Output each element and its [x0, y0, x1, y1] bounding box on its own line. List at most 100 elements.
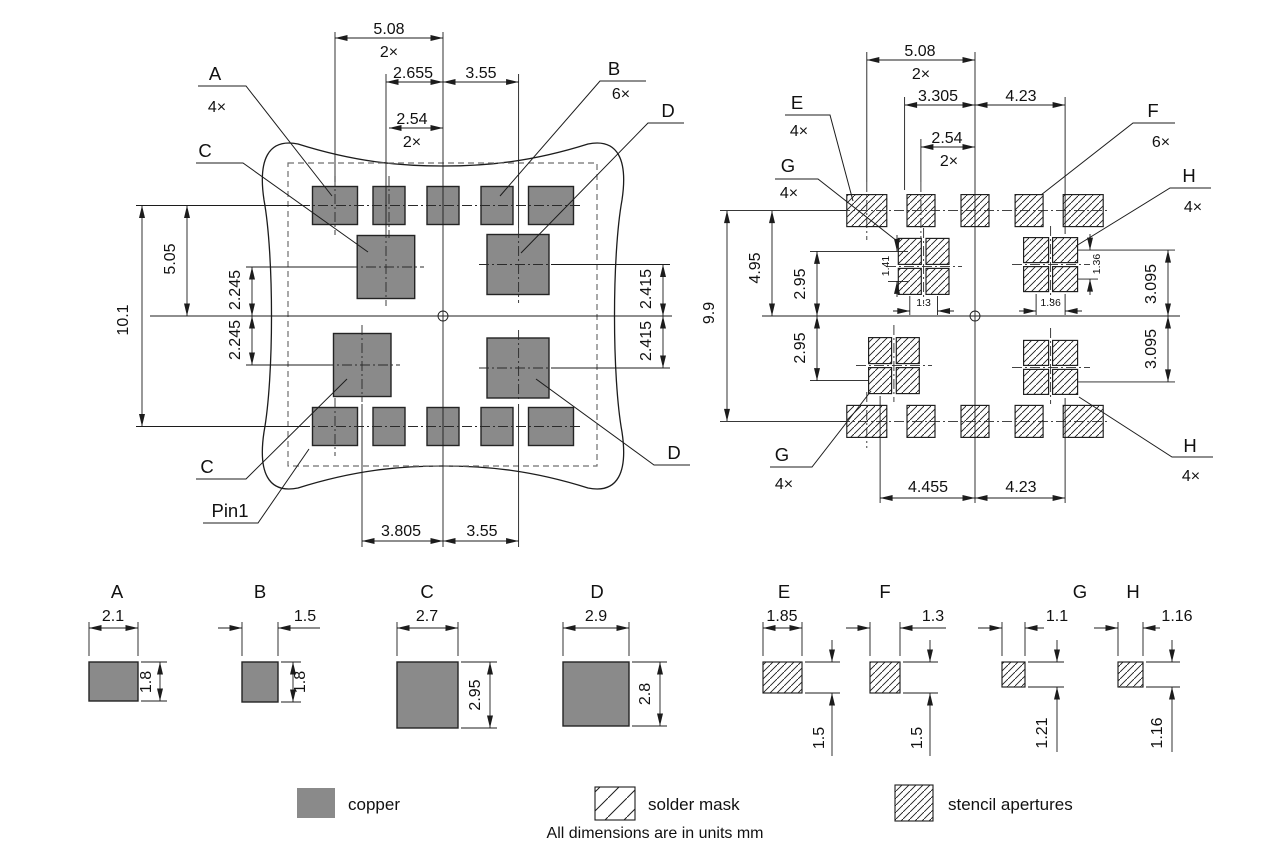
detail-c-height: 2.95: [467, 679, 484, 710]
detail-f-height: 1.5: [909, 727, 926, 749]
right-labels: E 4× G 4× F 6× H 4× G 4× H 4×: [770, 92, 1213, 493]
units-note: All dimensions are in units mm: [547, 825, 764, 842]
detail-h: H 1.16 1.16: [1094, 581, 1193, 752]
dim-right-h-lower: 3.095: [1143, 329, 1160, 369]
detail-g-label: G: [1073, 581, 1087, 602]
dim-right-h-pitch-h: 1.36: [1040, 297, 1061, 309]
dim-left-d-lower: 2.415: [638, 321, 655, 361]
dim-right-h-pitch-v: 1.36: [1091, 254, 1103, 275]
detail-b: B 1.5 1.8: [218, 581, 320, 703]
dim-left-top-width: 5.08: [373, 21, 404, 38]
label-b-count: 6×: [612, 86, 630, 103]
dim-left-pitch-count: 2×: [403, 134, 421, 151]
detail-g-height: 1.21: [1034, 717, 1051, 748]
left-centerlines: [150, 32, 672, 547]
detail-d-label: D: [590, 581, 603, 602]
detail-a-width: 2.1: [102, 608, 124, 625]
label-e: E: [791, 92, 803, 113]
detail-f-label: F: [879, 581, 890, 602]
label-g-bottom: G: [775, 444, 789, 465]
detail-c-width: 2.7: [416, 608, 438, 625]
label-g-top: G: [781, 155, 795, 176]
detail-c-pad: [396, 661, 459, 729]
detail-c-label: C: [420, 581, 433, 602]
label-g-bottom-count: 4×: [775, 476, 793, 493]
legend-stencil-label: stencil apertures: [948, 795, 1073, 814]
solder-mask-swatch: [594, 786, 636, 821]
label-b: B: [608, 58, 620, 79]
detail-e-aperture: [762, 661, 803, 694]
dim-left-c-upper: 2.245: [227, 270, 244, 310]
aperture-cluster-h-top: [1023, 237, 1079, 293]
legend-solder-mask-label: solder mask: [648, 795, 740, 814]
detail-g-width: 1.1: [1046, 608, 1068, 625]
dim-right-pitch: 2.54: [931, 130, 962, 147]
label-f: F: [1147, 100, 1158, 121]
stencil-apertures-swatch: [894, 784, 934, 822]
left-dimensions: 5.08 2× 2.655 3.55 2.54 2× 10.1 5.05 2.2…: [115, 21, 670, 547]
label-e-count: 4×: [790, 123, 808, 140]
label-c-bottom: C: [200, 456, 213, 477]
dim-right-top-width-count: 2×: [912, 66, 930, 83]
dim-right-h-upper: 3.095: [1143, 264, 1160, 304]
dim-right-height: 9.9: [701, 302, 718, 324]
detail-g: G 1.1 1.21: [978, 581, 1087, 752]
dim-right-g-upper: 2.95: [792, 268, 809, 299]
detail-a-height: 1.8: [138, 671, 155, 693]
dim-left-bottom-right: 3.55: [466, 523, 497, 540]
detail-d-pad: [562, 661, 630, 727]
detail-a: A 2.1 1.8: [88, 581, 167, 702]
detail-e-height: 1.5: [811, 727, 828, 749]
detail-f: F 1.3 1.5: [846, 581, 946, 756]
detail-a-label: A: [111, 581, 124, 602]
dim-left-top-width-count: 2×: [380, 44, 398, 61]
detail-b-label: B: [254, 581, 266, 602]
dim-left-pitch: 2.54: [396, 111, 427, 128]
component-body-dashed-outline: [287, 162, 598, 467]
left-footprint-view: 5.08 2× 2.655 3.55 2.54 2× 10.1 5.05 2.2…: [115, 21, 690, 547]
aperture-cluster-g-bottom: [868, 337, 920, 395]
detail-b-width: 1.5: [294, 608, 316, 625]
dim-right-bottom-right: 4.23: [1005, 479, 1036, 496]
aperture-cluster-h-bottom: [1023, 339, 1079, 395]
dim-right-g-lower: 2.95: [792, 332, 809, 363]
label-pin1: Pin1: [211, 500, 248, 521]
dim-right-offset-right: 4.23: [1005, 88, 1036, 105]
pcb-body-outline: [261, 142, 625, 490]
dim-right-bottom-left: 4.455: [908, 479, 948, 496]
legend-copper-label: copper: [348, 795, 400, 814]
detail-d-width: 2.9: [585, 608, 607, 625]
detail-g-aperture: [1001, 661, 1026, 688]
detail-e-label: E: [778, 581, 790, 602]
detail-h-height: 1.16: [1149, 717, 1166, 748]
label-h-bottom: H: [1183, 435, 1196, 456]
label-d-top: D: [661, 100, 674, 121]
dim-left-offset-left: 2.655: [393, 65, 433, 82]
label-d-bottom: D: [667, 442, 680, 463]
dim-left-height: 10.1: [115, 304, 132, 335]
label-a-count: 4×: [208, 99, 226, 116]
right-stencil-view: 5.08 2× 3.305 4.23 2.54 2× 9.9 4.95 2.95…: [701, 43, 1213, 503]
dim-right-g-pitch-h: 1.3: [916, 297, 931, 309]
dim-right-row-offset: 4.95: [747, 252, 764, 283]
detail-d: D 2.9 2.8: [562, 581, 667, 727]
dim-left-d-upper: 2.415: [638, 269, 655, 309]
detail-e: E 1.85 1.5: [762, 581, 840, 756]
dim-right-top-width: 5.08: [904, 43, 935, 60]
detail-c: C 2.7 2.95: [396, 581, 497, 729]
detail-f-width: 1.3: [922, 608, 944, 625]
label-h-top: H: [1182, 165, 1195, 186]
label-h-bottom-count: 4×: [1182, 468, 1200, 485]
label-h-top-count: 4×: [1184, 199, 1202, 216]
dim-right-offset-left: 3.305: [918, 88, 958, 105]
detail-d-height: 2.8: [637, 683, 654, 705]
dim-right-pitch-count: 2×: [940, 153, 958, 170]
label-g-top-count: 4×: [780, 185, 798, 202]
detail-b-height: 1.8: [292, 671, 309, 693]
detail-e-width: 1.85: [766, 608, 797, 625]
label-c-top: C: [198, 140, 211, 161]
detail-b-pad: [241, 661, 279, 703]
dim-left-c-lower: 2.245: [227, 320, 244, 360]
